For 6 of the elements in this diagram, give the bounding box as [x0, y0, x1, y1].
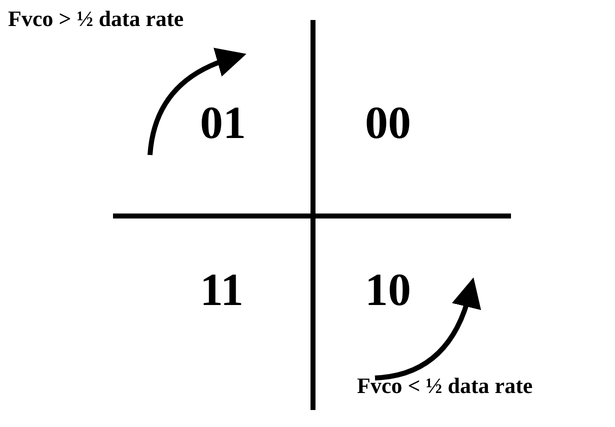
quadrant-code: 10: [365, 267, 411, 313]
condition-label: Fvco < ½ data rate: [357, 375, 533, 397]
quadrant-code: 01: [200, 100, 246, 146]
condition-label: Fvco > ½ data rate: [8, 8, 184, 30]
quadrant-code: 11: [200, 267, 244, 313]
quadrant-code: 00: [365, 100, 411, 146]
